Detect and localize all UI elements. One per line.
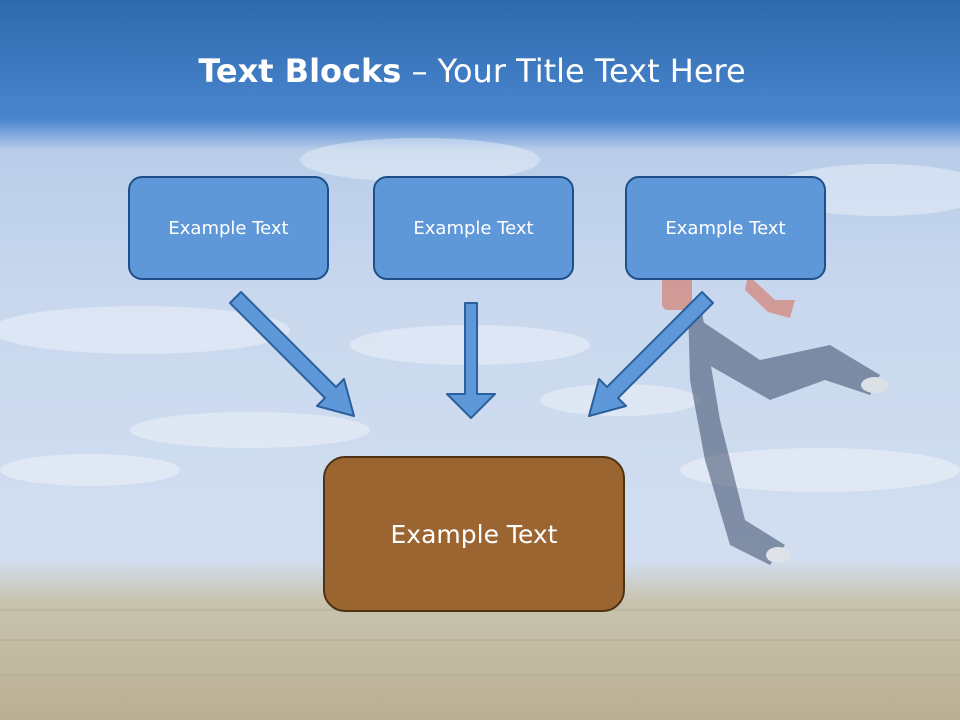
title-rest: Your Title Text Here bbox=[437, 52, 746, 90]
text-block-center[interactable]: Example Text bbox=[373, 176, 574, 280]
text-block-left[interactable]: Example Text bbox=[128, 176, 329, 280]
jumping-person-figure bbox=[662, 270, 889, 565]
text-block-left-label: Example Text bbox=[168, 217, 289, 239]
text-block-bottom[interactable]: Example Text bbox=[323, 456, 625, 612]
arrow-right-diagonal bbox=[588, 291, 714, 417]
title-separator: – bbox=[401, 52, 438, 90]
text-block-center-label: Example Text bbox=[413, 217, 534, 239]
arrow-center-down bbox=[446, 302, 496, 419]
text-block-bottom-label: Example Text bbox=[390, 519, 558, 549]
slide-title: Text Blocks – Your Title Text Here bbox=[0, 52, 944, 90]
arrow-left-diagonal bbox=[229, 291, 355, 417]
text-block-right[interactable]: Example Text bbox=[625, 176, 826, 280]
title-bold: Text Blocks bbox=[198, 52, 402, 90]
text-block-right-label: Example Text bbox=[665, 217, 786, 239]
